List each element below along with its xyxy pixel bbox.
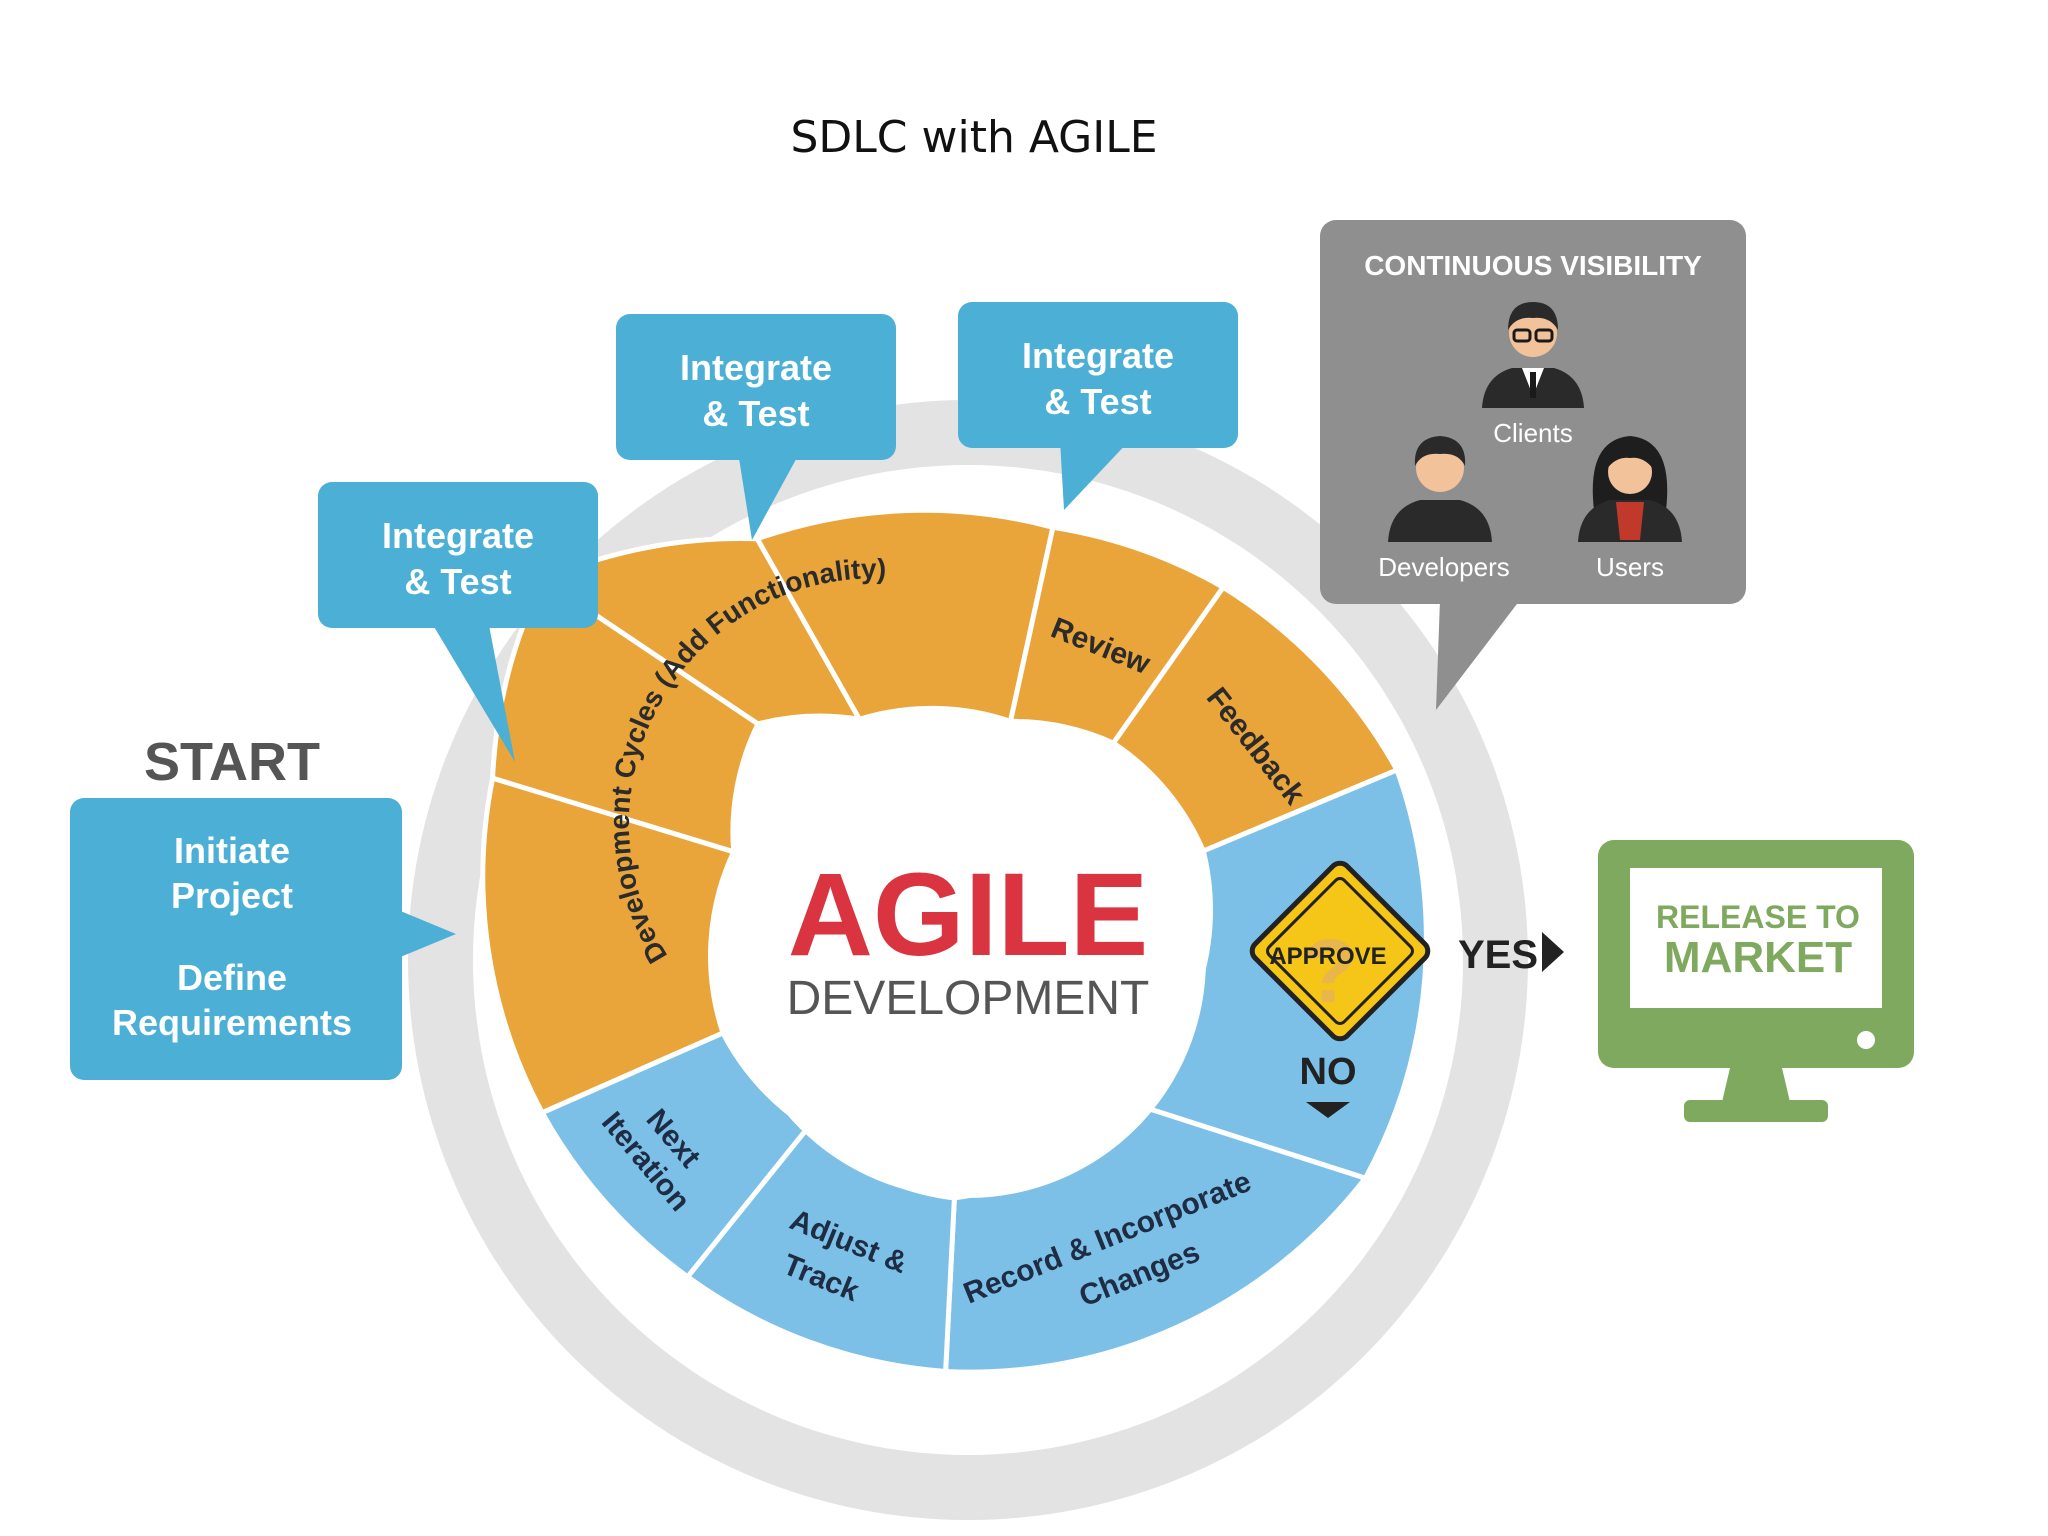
user-head — [1608, 450, 1652, 494]
approve-label: APPROVE — [1269, 943, 1386, 970]
release-line1: RELEASE TO — [1656, 899, 1860, 935]
monitor-base — [1684, 1100, 1828, 1122]
user-fringe — [1606, 444, 1654, 470]
developer-body — [1388, 500, 1492, 542]
start-heading: START — [144, 732, 320, 792]
users-label: Users — [1596, 552, 1664, 582]
segment-feedback — [1109, 583, 1401, 855]
start-line1: Initiate — [174, 830, 290, 871]
client-head — [1509, 309, 1557, 357]
integrate-bubble-3-line1: Integrate — [1022, 335, 1174, 376]
integrate-bubble-1-line2: & Test — [404, 561, 511, 602]
integrate-bubble-3-line2: & Test — [1044, 381, 1151, 422]
question-mark-icon: ? — [1303, 922, 1358, 1022]
segment-development-cycles-top — [753, 507, 1056, 725]
approve-sign: ? APPROVE — [1249, 860, 1431, 1042]
no-label: NO — [1300, 1051, 1357, 1093]
agile-title: AGILE — [788, 849, 1149, 981]
release-line2: MARKET — [1664, 933, 1852, 982]
yes-label: YES — [1458, 933, 1538, 977]
page-title: SDLC with AGILE — [790, 112, 1158, 163]
developer-icon — [1388, 436, 1492, 542]
start-line2: Project — [171, 875, 293, 916]
client-hair — [1508, 302, 1558, 330]
integrate-bubble-2-line1: Integrate — [680, 347, 832, 388]
start-bubble: Initiate Project Define Requirements — [70, 798, 456, 1080]
integrate-bubble-3: Integrate & Test — [958, 302, 1238, 510]
monitor-power-dot — [1857, 1031, 1875, 1049]
client-tie — [1530, 372, 1536, 398]
yes-arrow-icon — [1542, 932, 1564, 972]
integrate-bubble-3-pointer — [1060, 440, 1130, 510]
integrate-bubble-3-box — [958, 302, 1238, 448]
start-bubble-box — [70, 798, 402, 1080]
developer-hair — [1414, 436, 1466, 466]
integrate-bubble-2-pointer — [738, 452, 800, 540]
developer-head — [1416, 444, 1464, 492]
continuous-visibility-panel: CONTINUOUS VISIBILITY Clients Developers — [1320, 220, 1746, 710]
no-arrow-icon — [1306, 1102, 1350, 1118]
orange-segments — [480, 507, 1401, 1116]
clients-label: Clients — [1493, 418, 1572, 448]
release-monitor: RELEASE TO MARKET — [1598, 840, 1914, 1122]
integrate-bubble-1-line1: Integrate — [382, 515, 534, 556]
integrate-bubble-2: Integrate & Test — [616, 314, 896, 540]
start-line3: Define — [177, 957, 287, 998]
segment-development-cycles-middle — [490, 575, 762, 856]
monitor-screen — [1630, 868, 1882, 1008]
segment-review — [1007, 524, 1227, 747]
user-top — [1616, 502, 1644, 540]
integrate-bubble-1: Integrate & Test — [318, 482, 598, 762]
monitor-stand — [1722, 1068, 1790, 1102]
client-glasses-left — [1512, 328, 1532, 343]
center-circle — [730, 722, 1206, 1198]
visibility-pointer — [1436, 600, 1520, 710]
developers-label: Developers — [1378, 552, 1510, 582]
integrate-bubble-1-pointer — [430, 620, 515, 762]
start-line4: Requirements — [112, 1002, 352, 1043]
approve-diamond-inner — [1266, 877, 1414, 1025]
user-icon — [1578, 436, 1682, 542]
start-bubble-pointer — [398, 910, 456, 958]
approve-diamond — [1249, 860, 1431, 1042]
development-subtitle: DEVELOPMENT — [787, 972, 1150, 1025]
client-glasses-right — [1534, 328, 1554, 343]
visibility-title: CONTINUOUS VISIBILITY — [1364, 250, 1702, 281]
integrate-bubble-2-box — [616, 314, 896, 460]
integrate-bubble-1-box — [318, 482, 598, 628]
segment-next-iteration — [538, 1029, 813, 1281]
integrate-bubble-2-line2: & Test — [702, 393, 809, 434]
client-icon — [1482, 302, 1584, 408]
